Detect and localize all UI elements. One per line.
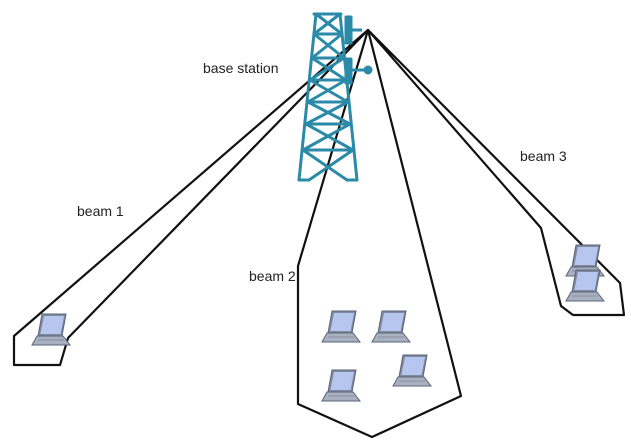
base-station-tower-icon: [297, 12, 359, 182]
beam-1-devices: [31, 313, 71, 346]
beam-3-devices: [565, 244, 605, 302]
beam-3-lobe: [366, 28, 626, 317]
laptop-icon: [321, 310, 361, 343]
beam-2-devices: [321, 310, 432, 402]
beam-3-label: beam 3: [520, 148, 567, 164]
beam-2-lobe: [296, 28, 463, 439]
laptop-icon: [371, 310, 411, 343]
laptop-icon: [321, 369, 361, 402]
antenna-icon: [344, 15, 373, 85]
laptop-icon: [392, 354, 432, 387]
laptop-icon: [31, 313, 71, 346]
beam-2-label: beam 2: [249, 268, 296, 284]
beam-1-label: beam 1: [77, 203, 124, 219]
beam-1-lobe: [12, 28, 370, 367]
base-station-label: base station: [203, 60, 279, 76]
